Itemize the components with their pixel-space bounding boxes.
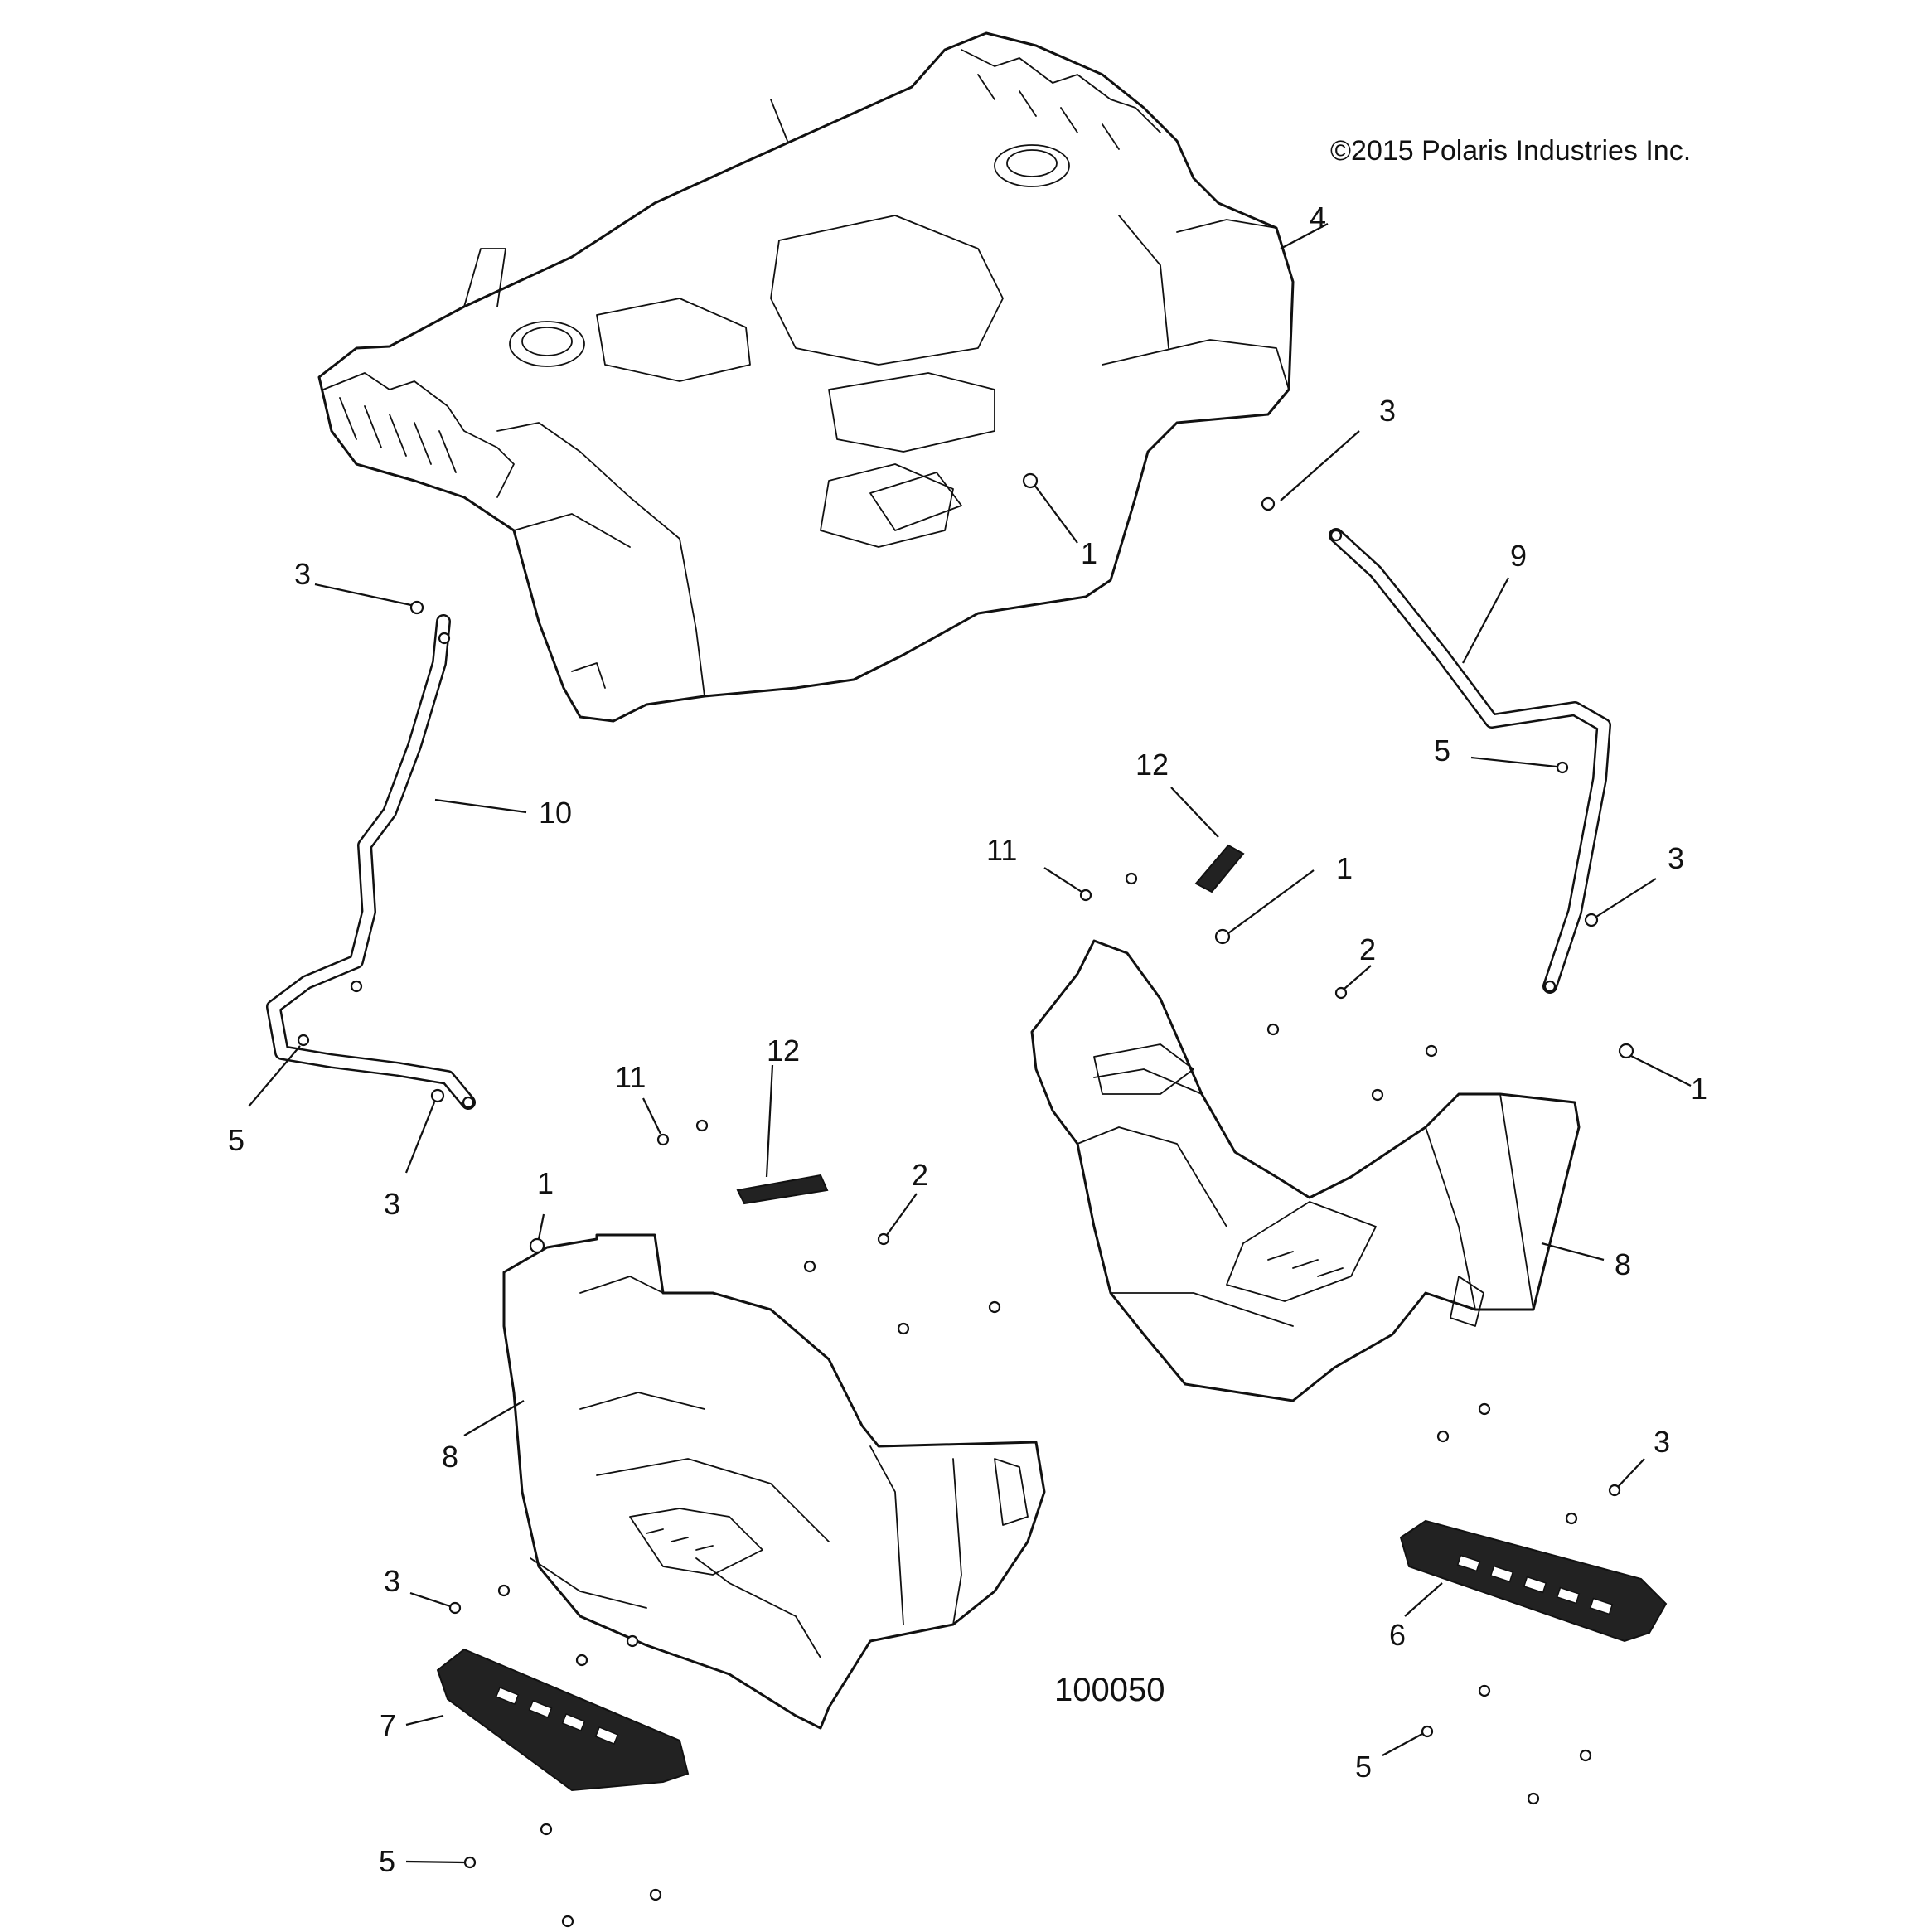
callout-1-right-side: 1 xyxy=(1691,1072,1707,1106)
bolt-11-right-a xyxy=(1079,889,1092,902)
bolt-3-left-c xyxy=(626,1634,639,1648)
callout-12-right: 12 xyxy=(1135,748,1169,782)
bolt-2-left-d xyxy=(897,1322,910,1335)
callout-3-left-footrest: 3 xyxy=(384,1564,400,1598)
callout-3-left-top: 3 xyxy=(294,557,311,591)
left-footwell-part-8 xyxy=(502,1233,1046,1730)
bolt-3-right-brace-lower xyxy=(1584,913,1599,927)
nut-5-left-d xyxy=(561,1915,574,1928)
callout-5-left-brace: 5 xyxy=(228,1123,245,1157)
bolt-2-right-b xyxy=(1266,1023,1280,1036)
callout-11-left: 11 xyxy=(615,1060,646,1094)
callout-2-right: 2 xyxy=(1359,932,1376,966)
callout-8-right: 8 xyxy=(1615,1247,1631,1281)
rivet-1-rack xyxy=(1022,472,1039,489)
bolt-2-left-b xyxy=(803,1260,816,1273)
callout-3-right-brace-lower: 3 xyxy=(1668,841,1684,875)
rivet-1-right-footwell xyxy=(1214,928,1231,945)
nut-5-right-b xyxy=(1421,1725,1434,1738)
nut-5-left-brace-a xyxy=(350,980,363,993)
figure-number: 100050 xyxy=(1054,1672,1165,1708)
left-brace-part-10 xyxy=(266,614,476,1110)
bolt-3-right-a xyxy=(1478,1402,1491,1416)
fasteners xyxy=(297,472,1634,1928)
nut-5-right-brace xyxy=(1556,761,1569,774)
bolt-2-left-c xyxy=(988,1300,1001,1314)
callouts: 1 3 4 9 3 10 5 12 11 1 3 2 1 8 5 3 11 12… xyxy=(228,201,1707,1878)
callout-12-left: 12 xyxy=(767,1034,800,1068)
nut-5-left-b xyxy=(463,1856,477,1869)
right-footwell-part-8 xyxy=(1030,939,1581,1402)
nut-5-right-a xyxy=(1478,1684,1491,1697)
bolt-2-right-d xyxy=(1371,1088,1384,1102)
copyright-text: ©2015 Polaris Industries Inc. xyxy=(1330,135,1691,167)
bolt-3-left-b xyxy=(497,1584,511,1597)
callout-10-left-brace: 10 xyxy=(539,796,572,830)
callout-5-right-brace: 5 xyxy=(1434,734,1450,767)
callout-3-right-footrest: 3 xyxy=(1654,1425,1670,1459)
nut-5-right-c xyxy=(1579,1749,1592,1762)
left-footrest-part-7 xyxy=(436,1648,690,1792)
callout-8-left: 8 xyxy=(442,1440,458,1474)
nut-5-left-brace-b xyxy=(297,1034,310,1047)
bolt-3-left-d xyxy=(575,1654,588,1667)
callout-11-right: 11 xyxy=(986,833,1017,867)
callout-3-right-top: 3 xyxy=(1379,394,1396,428)
bolt-3-right-d xyxy=(1565,1512,1578,1525)
rear-rack-part-4 xyxy=(317,31,1295,723)
rivet-1-left-footwell xyxy=(529,1237,545,1254)
callout-4-rear-rack: 4 xyxy=(1310,201,1326,235)
bolt-3-right-c xyxy=(1608,1484,1621,1497)
bolt-2-right-c xyxy=(1425,1044,1438,1058)
callout-1-right-footwell: 1 xyxy=(1336,851,1353,885)
bolt-3-left-a xyxy=(448,1601,462,1615)
bolt-11-left-a xyxy=(656,1133,670,1146)
callout-2-left: 2 xyxy=(912,1158,928,1192)
bolt-3-right-top xyxy=(1261,496,1276,511)
bolt-3-right-b xyxy=(1436,1430,1450,1443)
rivet-1-right-side xyxy=(1618,1043,1634,1059)
callout-6-right-footrest: 6 xyxy=(1389,1618,1406,1652)
callout-5-right-footrest: 5 xyxy=(1355,1750,1372,1784)
callout-5-left-footrest: 5 xyxy=(379,1844,395,1878)
left-bracket-part-12 xyxy=(736,1174,829,1205)
bolt-11-right-b xyxy=(1125,872,1138,885)
callout-1-left-footwell: 1 xyxy=(537,1166,554,1200)
right-bracket-part-12 xyxy=(1194,844,1245,893)
callout-3-left-brace-lower: 3 xyxy=(384,1187,400,1221)
right-footrest-part-6 xyxy=(1399,1519,1668,1643)
bolt-3-left-top xyxy=(409,600,424,615)
leader-lines xyxy=(248,223,1692,1864)
callout-7-left-footrest: 7 xyxy=(380,1708,396,1742)
bolt-2-right-a xyxy=(1334,986,1348,1000)
bolt-11-left-b xyxy=(695,1119,709,1132)
right-brace-part-9 xyxy=(1329,528,1611,994)
nut-5-right-d xyxy=(1527,1792,1540,1805)
bolt-2-left-a xyxy=(877,1232,890,1246)
nut-5-left-a xyxy=(540,1823,553,1836)
callout-1-rack-rivet: 1 xyxy=(1081,536,1097,570)
callout-9-right-brace: 9 xyxy=(1510,539,1527,573)
nut-5-left-c xyxy=(649,1888,662,1901)
bolt-3-left-brace-lower xyxy=(430,1088,445,1103)
